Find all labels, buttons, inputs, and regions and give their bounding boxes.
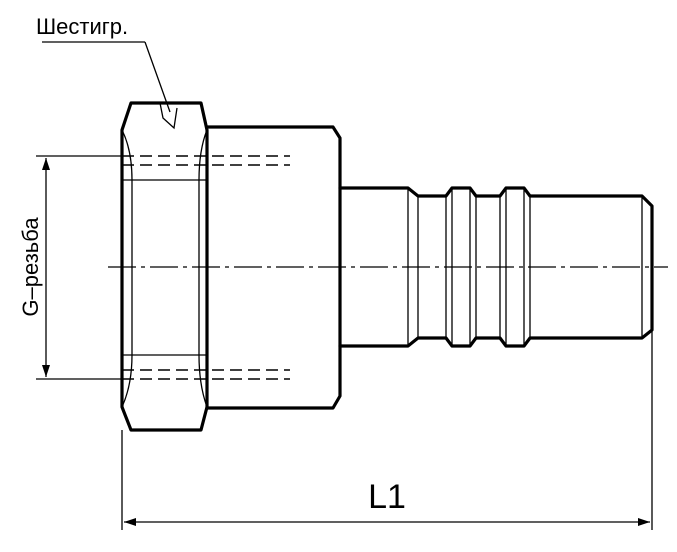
nipple-section (338, 186, 654, 348)
length-label: L1 (368, 478, 406, 516)
thread-dimension (36, 155, 122, 380)
hex-nut (120, 101, 209, 432)
hex-leader (42, 41, 171, 113)
length-dimension (121, 330, 653, 530)
thread-label: G–резьба (18, 217, 43, 317)
shoulder-section (205, 125, 342, 410)
thread-hidden-lines (122, 155, 290, 380)
hex-label: Шестигр. (36, 14, 128, 39)
